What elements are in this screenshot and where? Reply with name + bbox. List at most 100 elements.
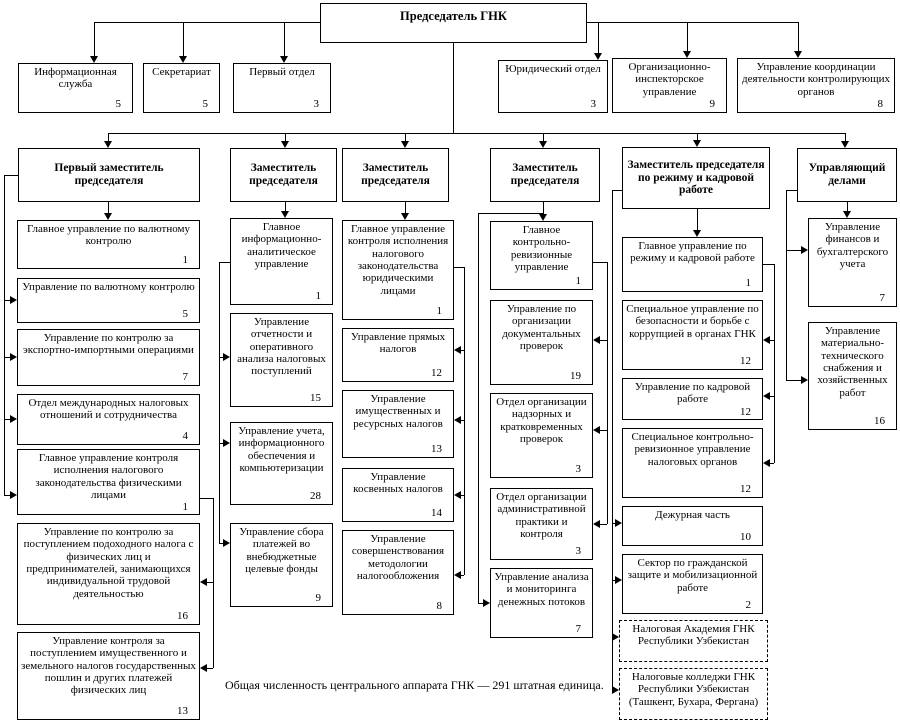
dept-count: 3 (590, 97, 597, 110)
arrow-down-icon (693, 230, 701, 237)
connector-line (454, 267, 464, 268)
deputy-label: Заместитель председателя по режиму и кад… (627, 158, 765, 197)
unit-box: Управление по валютному контролю 5 (17, 278, 200, 323)
connector-line (4, 175, 18, 176)
arrow-left-icon (593, 520, 600, 528)
arrow-down-icon (281, 141, 289, 148)
connector-line (461, 495, 464, 496)
unit-box-dashed: Налоговая Академия ГНК Республики Узбеки… (619, 620, 768, 662)
unit-label: Главное информационно-аналитическое упра… (241, 221, 322, 270)
arrow-down-icon (794, 51, 802, 58)
unit-count: 1 (182, 253, 189, 266)
connector-line (219, 262, 230, 263)
unit-label: Управление имущественных и ресурсных нал… (353, 393, 443, 430)
unit-count: 16 (177, 609, 188, 622)
unit-box: Управление финансов и бухгалтерского уче… (808, 218, 897, 307)
deputy-label: Заместитель председателя (510, 162, 580, 187)
arrow-right-icon (223, 353, 230, 361)
connector-line (285, 202, 286, 211)
connector-line (612, 190, 613, 690)
arrow-down-icon (841, 141, 849, 148)
connector-line (453, 43, 454, 133)
chairman-label: Председатель ГНК (400, 9, 507, 23)
unit-label: Управление контроля за поступлением имущ… (21, 635, 196, 697)
arrow-left-icon (763, 336, 770, 344)
connector-line (598, 22, 599, 53)
unit-label: Главное управление по режиму и кадровой … (630, 240, 755, 265)
unit-count: 12 (431, 366, 442, 379)
connector-line (207, 582, 213, 583)
deputy-label: Заместитель председателя (249, 162, 318, 187)
connector-line (697, 133, 698, 140)
arrow-down-icon (594, 53, 602, 60)
chairman-box: Председатель ГНК (320, 3, 587, 43)
connector-line (4, 495, 13, 496)
arrow-down-icon (539, 214, 547, 221)
connector-line (108, 133, 845, 134)
arrow-right-icon (801, 376, 808, 384)
unit-box: Дежурная часть 10 (622, 506, 763, 546)
deputy-label: Заместитель председателя (361, 162, 430, 187)
arrow-right-icon (615, 519, 622, 527)
arrow-down-icon (179, 56, 187, 63)
unit-box: Главное управление контроля исполнения н… (17, 449, 200, 515)
unit-count: 13 (177, 704, 188, 717)
unit-count: 1 (575, 274, 582, 287)
connector-line (786, 380, 801, 381)
unit-count: 14 (431, 506, 442, 519)
unit-count: 5 (182, 307, 189, 320)
arrow-down-icon (280, 56, 288, 63)
unit-label: Управление отчетности и оперативного ана… (237, 316, 326, 378)
unit-count: 13 (431, 442, 442, 455)
unit-count: 10 (740, 530, 751, 543)
unit-count: 1 (745, 276, 752, 289)
connector-line (543, 202, 544, 214)
unit-box: Главное управление по валютному контролю… (17, 220, 200, 269)
connector-line (478, 603, 483, 604)
dept-box: Первый отдел 3 (233, 63, 331, 113)
unit-box-dashed: Налоговые колледжи ГНК Республики Узбеки… (619, 668, 768, 720)
dept-count: 5 (202, 97, 209, 110)
connector-line (847, 202, 848, 211)
unit-label: Управление по организации документальных… (502, 303, 581, 352)
connector-line (763, 264, 774, 265)
unit-box: Сектор по гражданской защите и мобилизац… (622, 554, 763, 614)
connector-line (786, 190, 787, 380)
unit-label: Управление сбора платежей во внебюджетны… (239, 526, 324, 575)
unit-label: Отдел организации надзорных и кратковрем… (496, 396, 587, 445)
connector-line (461, 350, 464, 351)
arrow-down-icon (401, 141, 409, 148)
connector-line (612, 523, 615, 524)
dept-count: 5 (115, 97, 122, 110)
arrow-right-icon (801, 246, 808, 254)
connector-line (770, 463, 774, 464)
unit-label: Управление по контролю за поступлением п… (23, 526, 194, 600)
connector-line (108, 133, 109, 141)
dept-box: Организационно-инспекторское управление … (612, 58, 727, 113)
unit-box: Управление по организации документальных… (490, 300, 593, 385)
arrow-down-icon (539, 141, 547, 148)
connector-line (774, 264, 775, 463)
arrow-right-icon (483, 599, 490, 607)
deputy-label: Первый заместитель председателя (54, 162, 164, 187)
connector-line (786, 190, 797, 191)
unit-label: Отдел международных налоговых отношений … (28, 397, 189, 422)
unit-box: Специальное контрольно-ревизионное управ… (622, 428, 763, 498)
dept-box: Информационная служба 5 (18, 63, 133, 113)
connector-line (207, 668, 213, 669)
deputy-box-5: Заместитель председателя по режиму и кад… (622, 147, 770, 209)
dept-label: Управление координации деятельности конт… (742, 61, 890, 98)
connector-line (219, 543, 223, 544)
arrow-down-icon (843, 211, 851, 218)
arrow-left-icon (593, 426, 600, 434)
unit-count: 7 (879, 291, 886, 304)
unit-count: 1 (436, 304, 443, 317)
arrow-right-icon (10, 415, 17, 423)
unit-count: 9 (315, 591, 322, 604)
connector-line (478, 213, 543, 214)
arrow-right-icon (223, 539, 230, 547)
unit-box: Управление совершенствования методологии… (342, 530, 454, 615)
connector-line (697, 209, 698, 230)
connector-line (845, 133, 846, 141)
connector-line (284, 22, 285, 56)
